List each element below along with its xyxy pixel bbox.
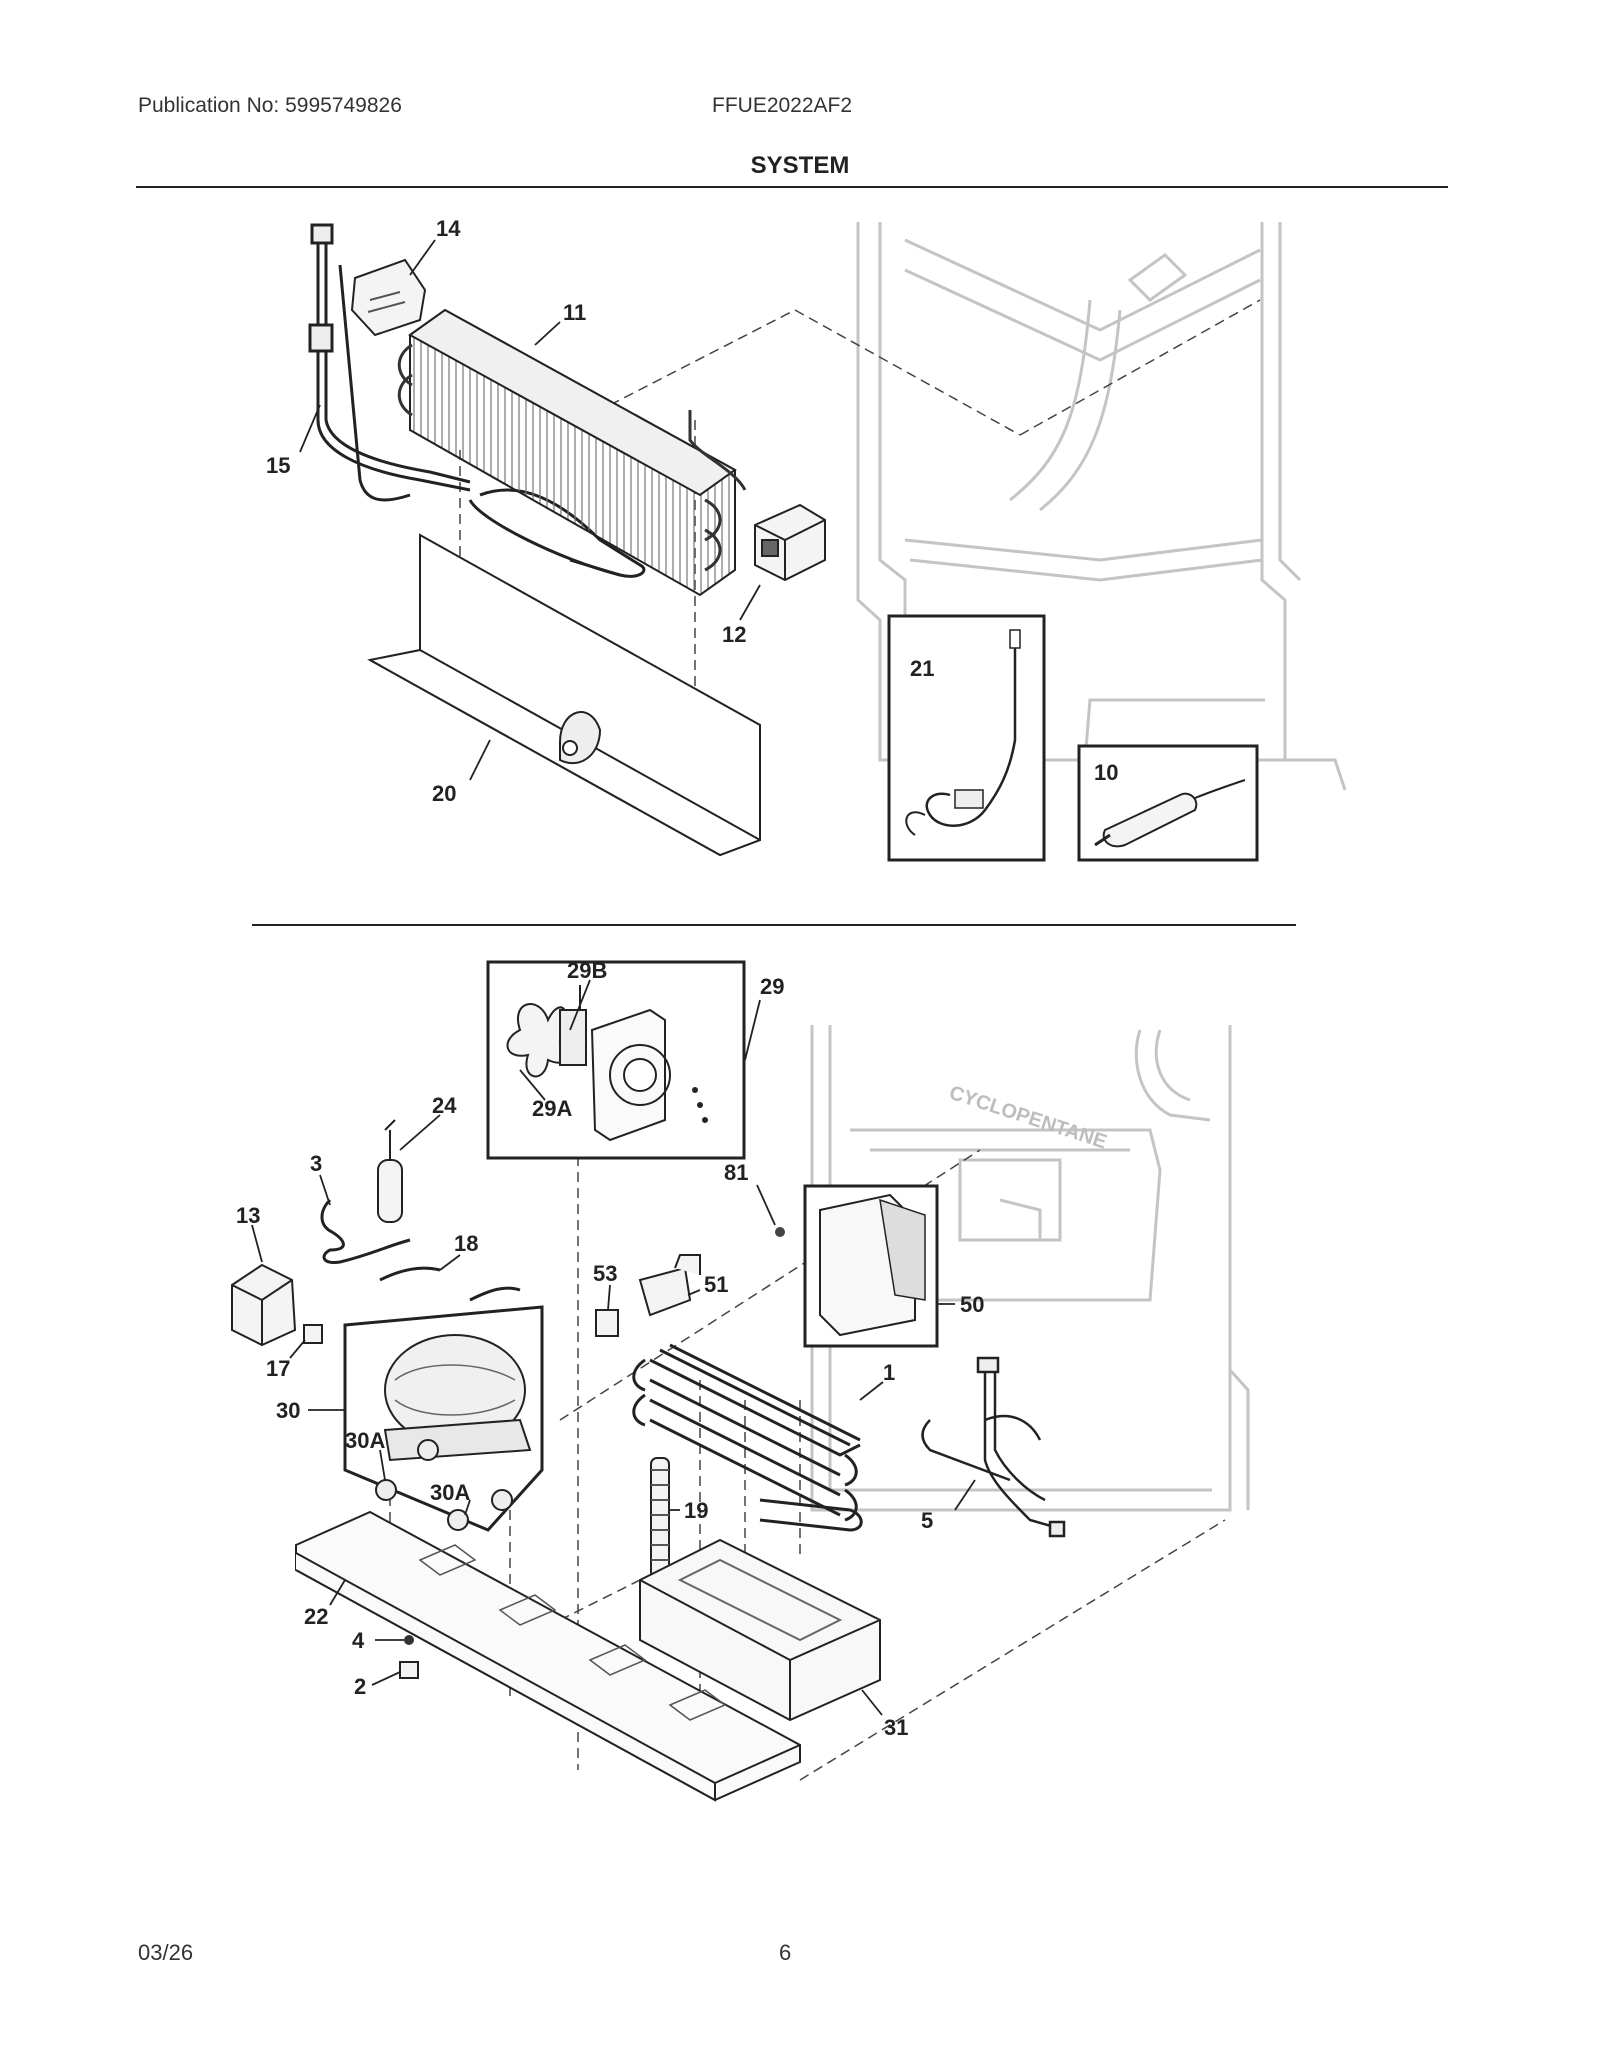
callout-24: 24 xyxy=(432,1093,457,1118)
callout-30: 30 xyxy=(276,1398,300,1423)
callout-29: 29 xyxy=(760,974,784,999)
part-19-drain-tube xyxy=(650,1457,670,1579)
section-divider xyxy=(252,924,1296,926)
inset-box-21 xyxy=(887,614,1046,862)
part-24-drier xyxy=(377,1119,403,1223)
callout-12: 12 xyxy=(722,622,746,647)
upper-leader-lines xyxy=(299,239,761,781)
part-13-relay-cover xyxy=(231,1263,297,1347)
callout-53: 53 xyxy=(593,1261,617,1286)
part-15-harness xyxy=(308,223,646,578)
part-5-harness xyxy=(921,1356,1066,1538)
part-3-tube xyxy=(320,1198,411,1265)
callout-1: 1 xyxy=(883,1360,895,1385)
callout-18: 18 xyxy=(454,1231,478,1256)
part-17-overload xyxy=(303,1324,323,1344)
callout-29b: 29B xyxy=(567,958,607,983)
lower-leader-lines xyxy=(251,979,976,1716)
callout-3: 3 xyxy=(310,1151,322,1176)
part-14-bracket xyxy=(350,258,427,337)
callout-4: 4 xyxy=(352,1628,365,1653)
part-51-drain-fitting xyxy=(638,1254,701,1317)
callout-30a-right: 30A xyxy=(430,1480,470,1505)
part-12-connector xyxy=(754,503,826,582)
footer-date: 03/26 xyxy=(138,1940,194,1965)
inset-box-50-control-board xyxy=(803,1184,939,1348)
lower-callouts: 29B 29 29A 24 3 13 18 81 53 51 50 17 30 … xyxy=(236,958,984,1740)
callout-51: 51 xyxy=(704,1272,728,1297)
part-18-tubes xyxy=(379,1266,521,1302)
callout-14: 14 xyxy=(436,216,461,241)
callout-22: 22 xyxy=(304,1604,328,1629)
inset-box-29-fan-assembly xyxy=(486,960,746,1160)
callout-17: 17 xyxy=(266,1356,290,1381)
inset-box-10 xyxy=(1077,744,1259,862)
cabinet-stamp: CYCLOPENTANE xyxy=(946,1082,1109,1154)
callout-21: 21 xyxy=(910,656,934,681)
callout-2: 2 xyxy=(354,1674,366,1699)
callout-81: 81 xyxy=(724,1160,748,1185)
part-1-condenser xyxy=(632,1343,863,1532)
callout-10: 10 xyxy=(1094,760,1118,785)
callout-20: 20 xyxy=(432,781,456,806)
callout-31: 31 xyxy=(884,1715,908,1740)
callout-13: 13 xyxy=(236,1203,260,1228)
part-53-bracket xyxy=(595,1309,619,1337)
callout-30a-left: 30A xyxy=(345,1428,385,1453)
callout-11: 11 xyxy=(563,300,586,325)
part-4-screw xyxy=(404,1635,414,1645)
callout-19: 19 xyxy=(684,1498,708,1523)
callout-15: 15 xyxy=(266,453,290,478)
part-11-evaporator xyxy=(397,308,747,597)
part-2-clip xyxy=(399,1661,419,1679)
part-20-drain-trough xyxy=(367,533,761,857)
part-81-screw xyxy=(775,1227,785,1237)
callout-5: 5 xyxy=(921,1508,933,1533)
inset-box-30-compressor xyxy=(343,1305,544,1532)
callout-29a: 29A xyxy=(532,1096,572,1121)
header-divider xyxy=(136,186,1448,188)
publication-number: Publication No: 5995749826 xyxy=(138,94,402,117)
upper-callouts: 14 11 15 12 20 21 10 xyxy=(266,216,1118,806)
part-31-drain-pan xyxy=(639,1538,881,1722)
callout-50: 50 xyxy=(960,1292,984,1317)
model-number: FFUE2022AF2 xyxy=(712,94,853,117)
footer-page-number: 6 xyxy=(779,1940,792,1965)
part-22-base-pan xyxy=(295,1510,801,1802)
section-title: SYSTEM xyxy=(750,152,850,179)
